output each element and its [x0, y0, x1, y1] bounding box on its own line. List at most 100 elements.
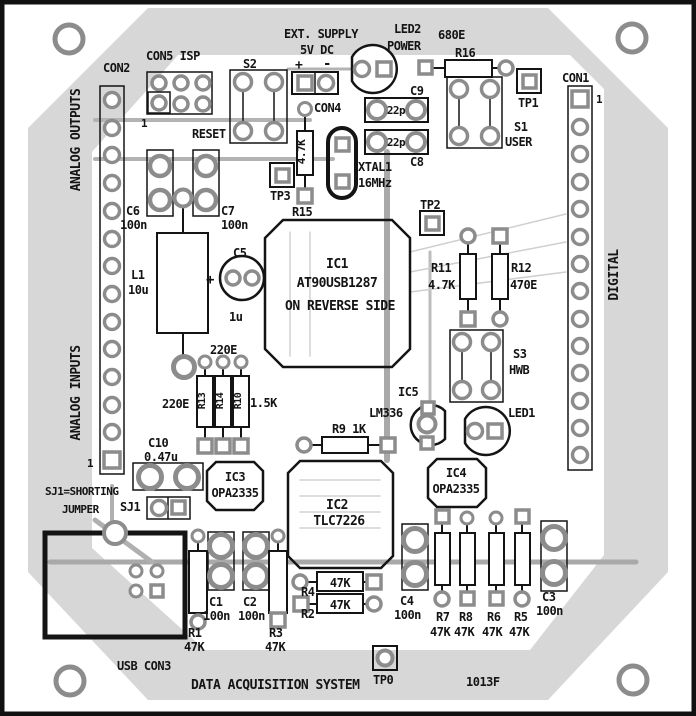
r14-value: 220E: [210, 343, 237, 357]
c2-value: 100n: [238, 609, 265, 623]
reset-label: RESET: [192, 127, 226, 141]
r2-label: R2: [301, 607, 315, 621]
r3-label: R3: [269, 626, 283, 640]
resistor-r9: [295, 436, 397, 454]
testpoint-tp3: [269, 162, 295, 188]
ic4: [426, 457, 488, 509]
ic3-label: IC3: [225, 470, 245, 484]
capacitor-c7: [192, 149, 220, 217]
ic2-label: IC2: [326, 498, 348, 513]
mounting-hole-1: [52, 22, 86, 56]
c1-label: C1: [209, 595, 223, 609]
led2-function: POWER: [387, 39, 422, 53]
l1-value: 10u: [128, 283, 148, 297]
tp1-label: TP1: [518, 96, 538, 110]
con2-pin1: 1: [87, 457, 94, 470]
c2-label: C2: [243, 595, 257, 609]
c7-value: 100n: [221, 218, 248, 232]
resistor-r15: [296, 101, 314, 205]
mounting-holes: [52, 21, 650, 698]
r12-label: R12: [511, 261, 531, 275]
sj1-label: SJ1: [120, 500, 140, 514]
ic5-part: LM336: [369, 406, 403, 420]
supply-minus: -: [323, 56, 331, 72]
ic3: [205, 460, 265, 512]
r10-label: R10: [233, 392, 244, 409]
ic5-label: IC5: [398, 385, 418, 399]
r11-label: R11: [431, 261, 451, 275]
tp3-label: TP3: [270, 189, 290, 203]
ic1-note: ON REVERSE SIDE: [285, 299, 395, 314]
ic4-part: OPA2335: [432, 482, 479, 496]
testpoint-tp2: [419, 210, 445, 236]
board-id: 1013F: [466, 675, 500, 689]
s1-label: S1: [514, 120, 528, 134]
r5-label: R5: [514, 610, 528, 624]
r13-label: R13: [197, 392, 208, 409]
ext-supply-label: EXT. SUPPLY: [284, 27, 359, 41]
resistor-r5: [513, 508, 531, 608]
inductor-l1: [156, 187, 209, 380]
con2-header: [99, 85, 125, 475]
ic1-label: IC1: [326, 257, 349, 272]
r16-value: 680E: [438, 28, 465, 42]
board-title: DATA ACQUISITION SYSTEM: [191, 678, 360, 693]
xtal1-value: 16MHz: [358, 176, 392, 190]
con5-label: CON5 ISP: [146, 49, 200, 63]
c3-label: C3: [542, 590, 556, 604]
capacitor-c1: [207, 531, 235, 591]
r4-label: R4: [301, 585, 315, 599]
crystal-xtal1: [326, 126, 358, 200]
analog-inputs-label: ANALOG INPUTS: [69, 345, 84, 441]
c9-label: C9: [410, 84, 424, 98]
supply-plus: +: [295, 58, 303, 73]
c10-label: C10: [148, 436, 168, 450]
capacitor-c6: [146, 149, 174, 217]
resistor-r10: [232, 354, 250, 455]
r11-value: 4.7K: [428, 278, 456, 292]
testpoint-tp0: [372, 645, 398, 671]
con4-label: CON4: [314, 101, 341, 115]
switch-s2-reset: [229, 69, 288, 144]
usb-con3-label: USB CON3: [117, 659, 171, 673]
capacitor-c8: [364, 129, 429, 155]
l1-label: L1: [131, 268, 145, 282]
r4-value: 47K: [330, 576, 351, 590]
supply-voltage: 5V DC: [300, 43, 334, 57]
resistor-r2: [292, 593, 383, 614]
r6-label: R6: [487, 610, 501, 624]
sj1-note-line2: JUMPER: [62, 503, 100, 516]
r10-value: 1.5K: [250, 396, 278, 410]
led1: [463, 405, 511, 457]
capacitor-c4: [401, 523, 429, 591]
resistor-r6: [488, 510, 505, 607]
c6-value: 100n: [120, 218, 147, 232]
r8-label: R8: [459, 610, 473, 624]
con5-pin1: 1: [141, 117, 148, 130]
r14-label: R14: [215, 392, 226, 409]
s3-function: HWB: [509, 363, 529, 377]
c5-plus: +: [206, 272, 214, 288]
led2-label: LED2: [394, 22, 421, 36]
ic1-mcu: [263, 218, 412, 369]
c4-label: C4: [400, 594, 414, 608]
con4-supply-header: [291, 71, 339, 95]
r7-value: 47K: [430, 625, 451, 639]
mounting-hole-4: [616, 663, 650, 697]
analog-outputs-label: ANALOG OUTPUTS: [69, 88, 84, 191]
con5-isp-header: [146, 71, 213, 115]
c5-value: 1u: [229, 310, 243, 324]
r16-label: R16: [455, 46, 475, 60]
r6-value: 47K: [482, 625, 503, 639]
tp2-label: TP2: [420, 198, 440, 212]
resistor-r1: [188, 528, 208, 631]
con2-label: CON2: [103, 61, 130, 75]
ic5-to92: [409, 400, 447, 451]
sj1-note-line1: SJ1=SHORTING: [45, 485, 119, 498]
led2-power: [350, 43, 398, 95]
con1-header: [567, 85, 593, 471]
resistor-r13: [196, 354, 214, 455]
